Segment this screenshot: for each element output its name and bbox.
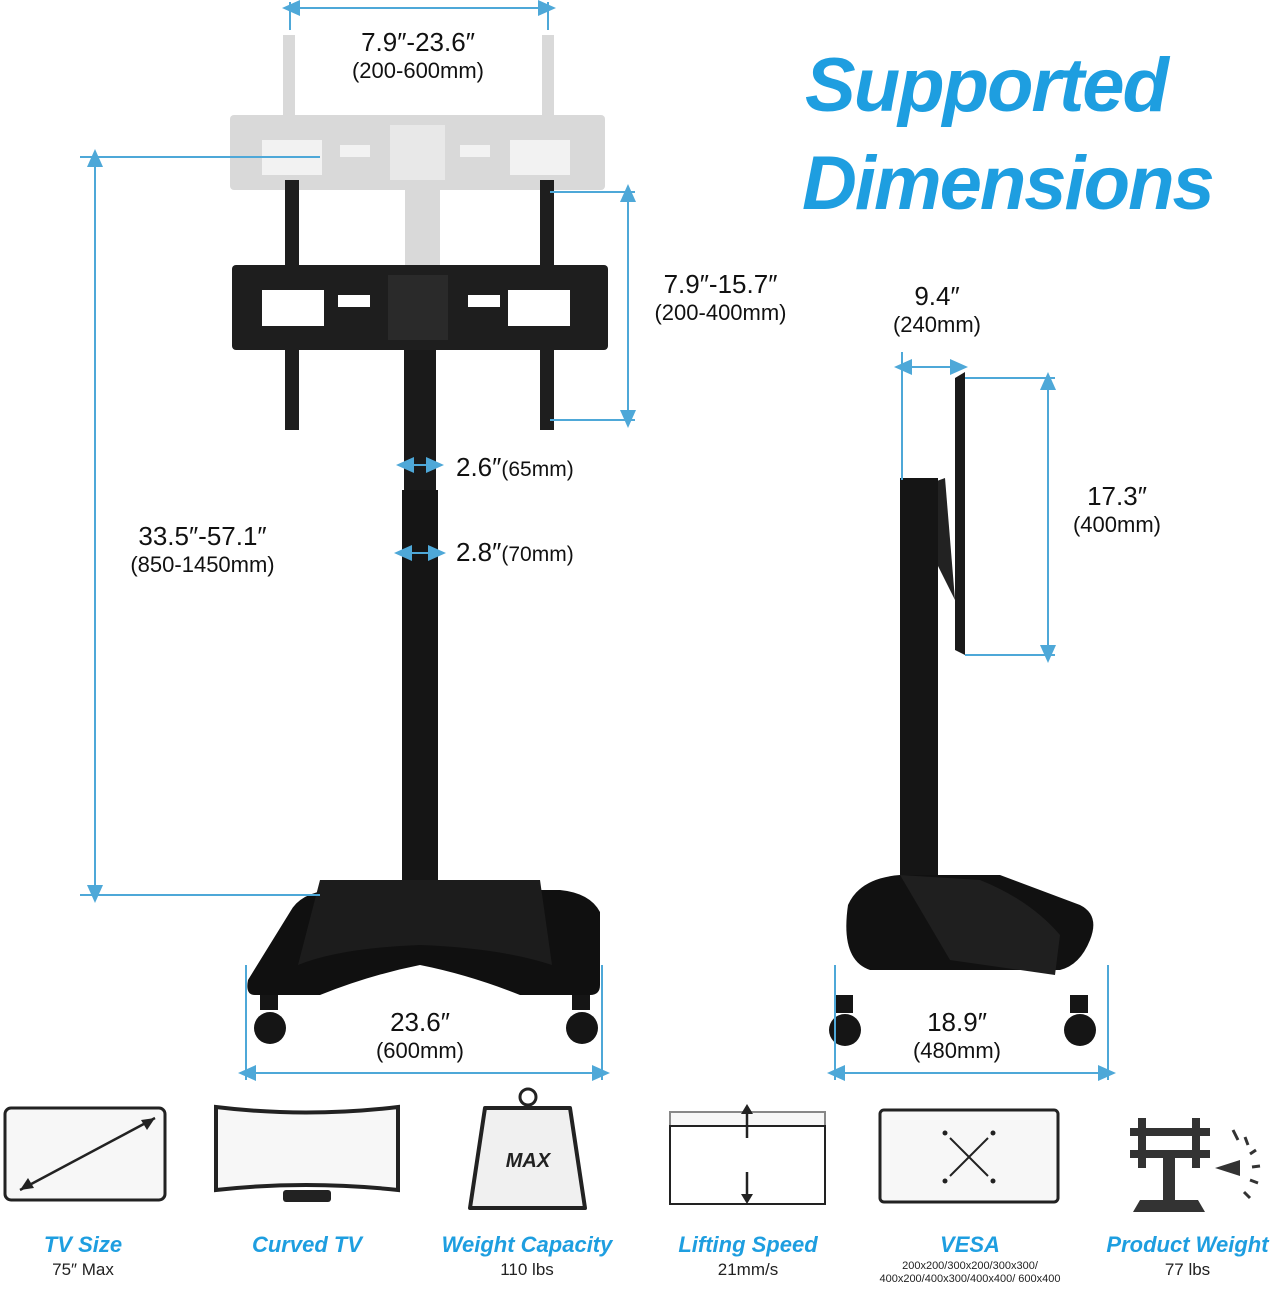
- side-dimension-lines: [827, 352, 1116, 1081]
- lifting-icon: [669, 1104, 826, 1205]
- heading-line1: Supported: [805, 43, 1169, 128]
- weight-icon: [468, 1087, 587, 1210]
- pole-lower-label: 2.8″(70mm): [456, 537, 574, 567]
- vesa-icon: [878, 1108, 1060, 1204]
- feature-lifting-speed: Lifting Speed 21mm/s: [678, 1232, 818, 1279]
- feature-weight-capacity: Weight Capacity 110 lbs: [441, 1232, 613, 1279]
- feature-curved-tv: Curved TV: [251, 1232, 363, 1257]
- ghost-mount: [230, 35, 605, 270]
- stand-weight-icon: [1130, 1118, 1261, 1212]
- side-casters: [829, 995, 1096, 1046]
- vesa-height-label: 7.9″-15.7″ (200-400mm): [654, 269, 787, 325]
- front-casters: [254, 995, 598, 1044]
- feature-tv-size: TV Size 75″ Max: [43, 1232, 123, 1279]
- side-panel-height-label: 17.3″ (400mm): [1072, 481, 1161, 537]
- tv-size-icon: [3, 1106, 167, 1202]
- base-width-label: 23.6″ (600mm): [375, 1007, 464, 1063]
- side-view-stand: [829, 372, 1096, 1046]
- heading-line2: Dimensions: [802, 141, 1215, 226]
- pole-upper-label: 2.6″(65mm): [456, 452, 574, 482]
- side-base-depth-label: 18.9″ (480mm): [912, 1007, 1001, 1063]
- side-depth-label: 9.4″ (240mm): [892, 281, 981, 337]
- vesa-width-label: 7.9″-23.6″ (200-600mm): [351, 27, 485, 83]
- curved-tv-icon: [214, 1104, 400, 1202]
- feature-vesa: VESA 200x200/300x200/300x300/ 400x200/40…: [879, 1232, 1061, 1286]
- height-range-label: 33.5″-57.1″ (850-1450mm): [130, 521, 275, 577]
- mount-plate: [232, 180, 608, 430]
- feature-product-weight: Product Weight 77 lbs: [1106, 1232, 1269, 1279]
- front-dimension-lines: [80, 0, 636, 1081]
- max-badge: MAX: [505, 1150, 551, 1172]
